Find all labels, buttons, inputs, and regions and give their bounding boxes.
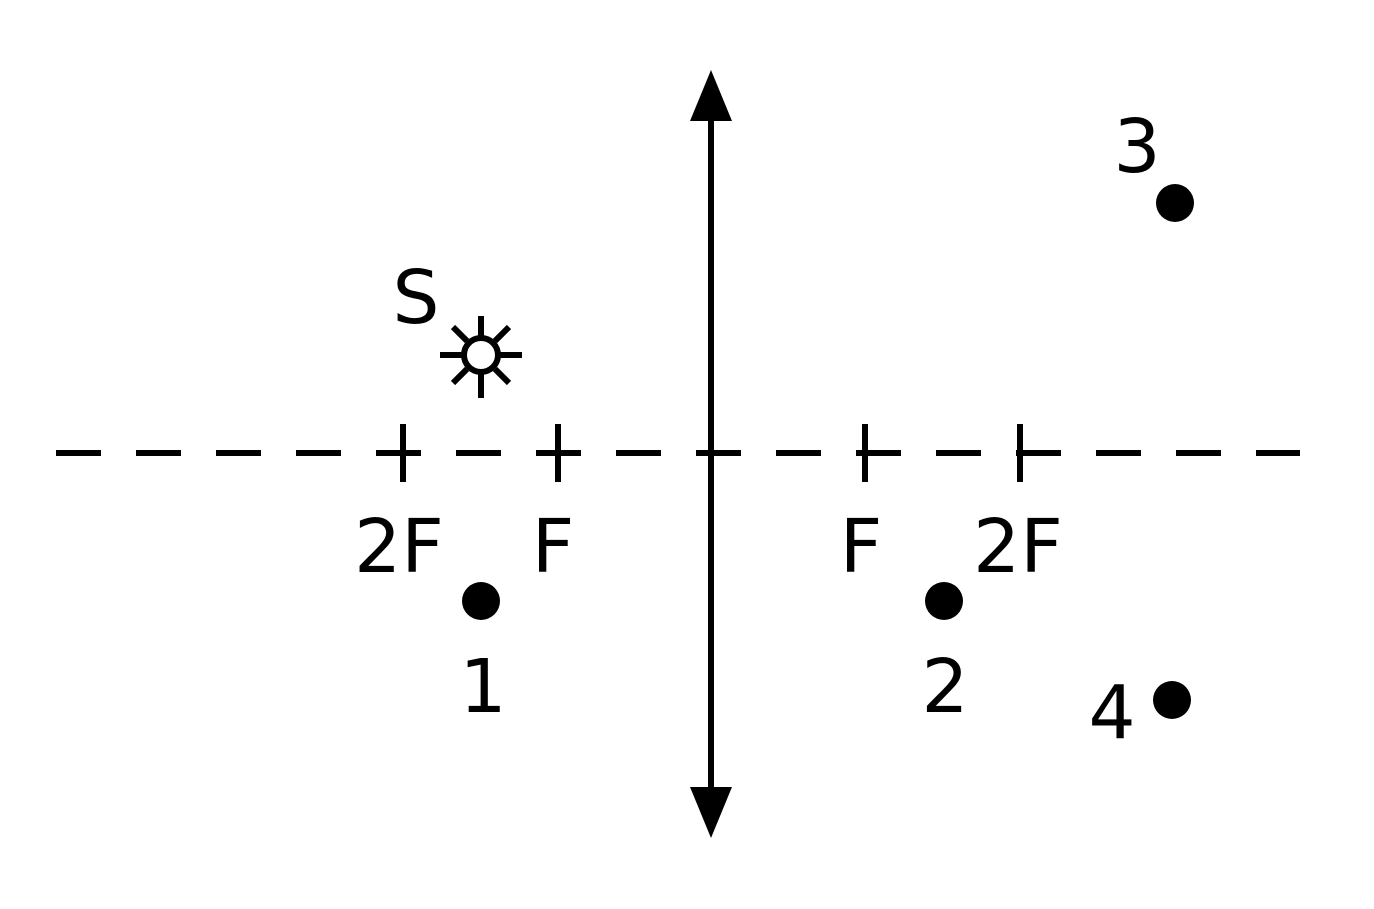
point-3-dot-icon — [1156, 184, 1194, 222]
point-3-label: 3 — [1113, 104, 1160, 190]
point-2-dot-icon — [925, 582, 963, 620]
point-2-label: 2 — [921, 644, 968, 730]
focus-label-left-2f: 2F — [354, 504, 444, 590]
point-1-label: 1 — [459, 644, 506, 730]
point-1-dot-icon — [462, 582, 500, 620]
focus-label-right-2f: 2F — [973, 504, 1063, 590]
point-4-label: 4 — [1088, 670, 1135, 756]
double-arrow-lens-icon — [690, 70, 732, 838]
source-label: S — [393, 255, 440, 341]
point-4-dot-icon — [1153, 681, 1191, 719]
focus-label-right-f: F — [840, 504, 883, 590]
sun-icon — [440, 316, 522, 398]
focus-label-left-f: F — [532, 504, 575, 590]
